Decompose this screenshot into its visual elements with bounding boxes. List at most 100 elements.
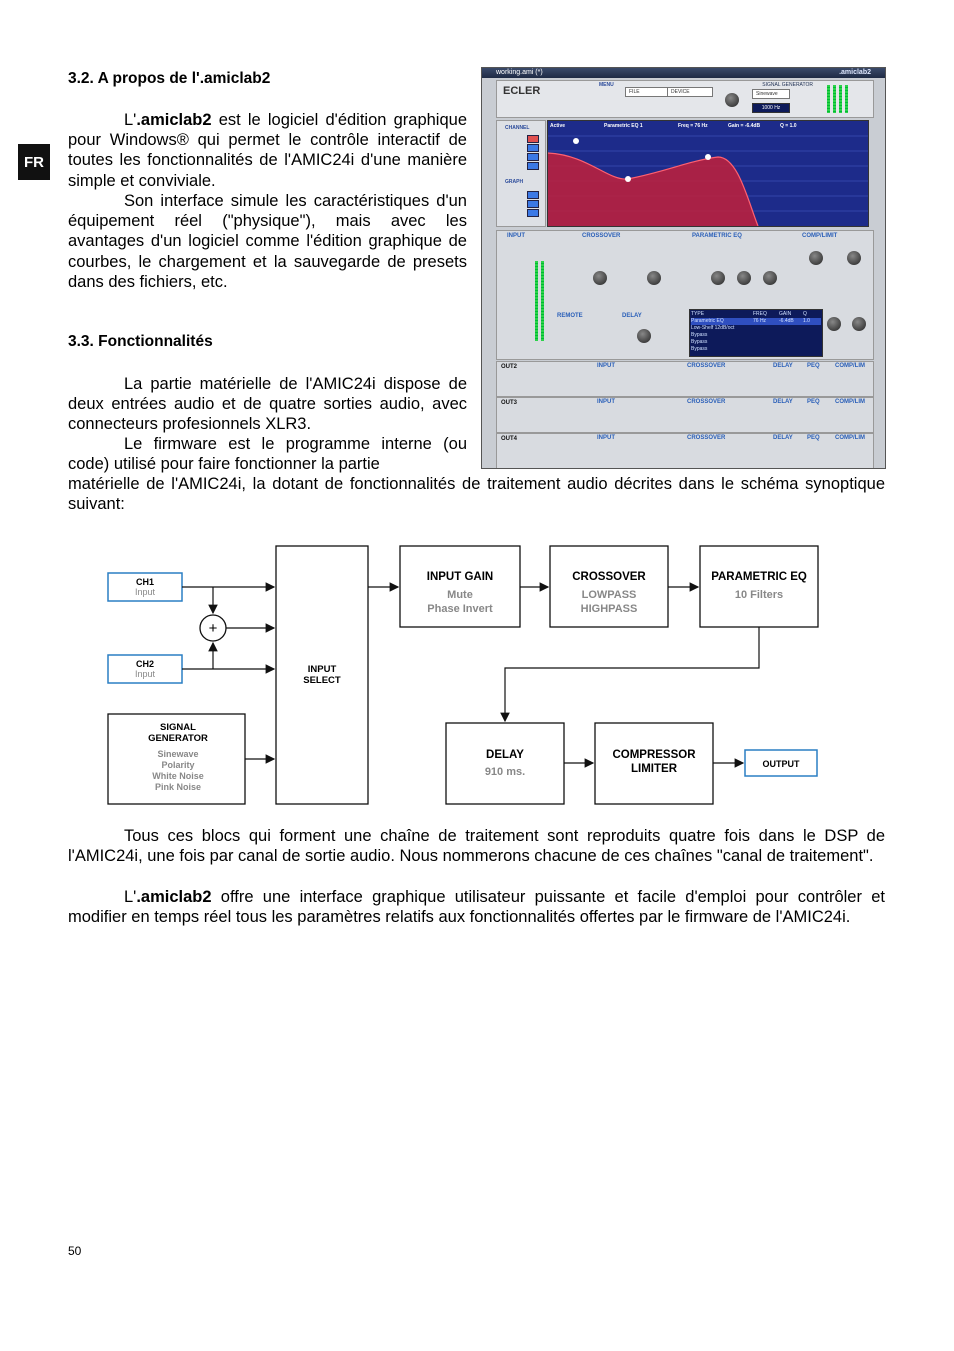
level-meter xyxy=(845,85,848,113)
input-gain-item: Mute xyxy=(447,589,473,601)
strip-complim-title: COMP/LIM xyxy=(835,399,865,405)
language-tab: FR xyxy=(18,144,50,180)
highpass-freq-knob[interactable] xyxy=(647,271,661,285)
attack-knob[interactable] xyxy=(827,317,841,331)
peq-table-cell xyxy=(753,346,779,353)
crossover-section-title: CROSSOVER xyxy=(582,233,621,239)
release-knob[interactable] xyxy=(852,317,866,331)
graph-crossover-button[interactable] xyxy=(527,200,539,208)
peq-table-row[interactable]: Bypass xyxy=(691,332,821,339)
input-meter xyxy=(535,261,538,341)
filter-handle-3[interactable] xyxy=(705,154,711,160)
out1-button[interactable] xyxy=(527,135,539,143)
peq-table-cell xyxy=(779,325,803,332)
frequency-response-graph[interactable]: Active Parametric EQ 1 Freq = 76 Hz Gain… xyxy=(547,120,869,227)
device-menu[interactable]: DEVICE xyxy=(667,87,713,97)
ratio-knob[interactable] xyxy=(847,251,861,265)
delay-section-title: DELAY xyxy=(622,313,642,319)
eq-response-curve xyxy=(547,152,759,227)
peq-table-cell xyxy=(753,332,779,339)
peq-table-cell xyxy=(753,325,779,332)
summing-node: + xyxy=(199,614,227,642)
input-meter xyxy=(541,261,544,341)
paragraph-amiclab2-intro: L'.amiclab2 est le logiciel d'édition gr… xyxy=(68,110,467,191)
graph-label: GRAPH xyxy=(505,179,524,185)
diagram-connectors xyxy=(182,582,760,768)
text-prefix: L' xyxy=(124,888,137,906)
filter-handle-2[interactable] xyxy=(573,138,579,144)
peq-table-cell: Bypass xyxy=(691,332,708,338)
input-gain-box: INPUT GAIN Mute Phase Invert xyxy=(399,545,521,628)
out4-button[interactable] xyxy=(527,162,539,170)
graph-freq: Freq = 76 Hz xyxy=(678,123,708,129)
paragraph-interface: Son interface simule les caractéristique… xyxy=(68,192,467,291)
delay-box: DELAY 910 ms. xyxy=(445,722,565,805)
peq-gain-knob[interactable] xyxy=(737,271,751,285)
graph-q: Q = 1.0 xyxy=(780,123,797,129)
input-gain-title: INPUT GAIN xyxy=(427,571,493,583)
peq-table-cell: 1.0 xyxy=(803,318,810,324)
strip-peq-title: PEQ xyxy=(807,435,820,441)
comp-title-1: COMPRESSOR xyxy=(612,749,696,761)
amiclab2-screenshot: working.ami (*) .amiclab2 ECLER MENU FIL… xyxy=(481,67,886,469)
channel-label: CHANNEL xyxy=(505,125,530,131)
out3-button[interactable] xyxy=(527,153,539,161)
peq-table-cell xyxy=(803,346,817,353)
out2-strip: OUT2 INPUT CROSSOVER DELAY PEQ COMP/LIM xyxy=(496,361,874,397)
peq-table-cell: 76 Hz xyxy=(753,318,767,324)
ch1-title: CH1 xyxy=(136,577,154,587)
level-meter xyxy=(833,85,836,113)
crossover-item: HIGHPASS xyxy=(581,603,638,615)
sig-level-knob[interactable] xyxy=(725,93,739,107)
delay-item: 910 ms. xyxy=(485,766,525,778)
peq-table-cell xyxy=(779,339,803,346)
window-title: working.ami (*) xyxy=(496,69,543,76)
output-box: OUTPUT xyxy=(744,749,818,777)
paragraph-hardware: La partie matérielle de l'AMIC24i dispos… xyxy=(68,375,467,434)
strip-complim-title: COMP/LIM xyxy=(835,363,865,369)
peq-table-row[interactable]: Low-Shelf 12dB/oct xyxy=(691,325,821,332)
strip-crossover-title: CROSSOVER xyxy=(687,399,726,405)
strip-peq-title: PEQ xyxy=(807,363,820,369)
siggen-item: Sinewave xyxy=(157,749,198,759)
peq-table-cell xyxy=(803,339,817,346)
peq-table-row[interactable]: Bypass xyxy=(691,339,821,346)
sig-frequency[interactable]: 1000 Hz xyxy=(752,103,790,113)
peq-table-cell xyxy=(803,332,817,339)
signal-generator-label: SIGNAL GENERATOR xyxy=(762,82,813,88)
siggen-item: Pink Noise xyxy=(155,782,201,792)
graph-input-gain-button[interactable] xyxy=(527,191,539,199)
text-body: est le logiciel d'édition graphique pour… xyxy=(68,111,467,190)
level-meter xyxy=(827,85,830,113)
sig-select[interactable]: Sinewave xyxy=(752,89,790,99)
peq-table-row[interactable]: Bypass xyxy=(691,346,821,353)
parametric-eq-box: PARAMETRIC EQ 10 Filters xyxy=(699,545,819,628)
peq-table-cell: Q xyxy=(803,311,807,317)
sum-symbol: + xyxy=(209,620,218,637)
comp-title-2: LIMITER xyxy=(631,763,678,775)
threshold-knob[interactable] xyxy=(809,251,823,265)
product-name: .amiclab2 xyxy=(136,888,212,906)
strip-complim-title: COMP/LIM xyxy=(835,435,865,441)
filter-handle-1[interactable] xyxy=(625,176,631,182)
ecler-logo: ECLER xyxy=(503,85,541,97)
delay-knob[interactable] xyxy=(637,329,651,343)
crossover-item: LOWPASS xyxy=(582,589,637,601)
lowpass-freq-knob[interactable] xyxy=(593,271,607,285)
paragraph-firmware-part2: matérielle de l'AMIC24i, la dotant de fo… xyxy=(68,475,885,514)
siggen-title-1: SIGNAL xyxy=(160,722,196,733)
crossover-box: CROSSOVER LOWPASS HIGHPASS xyxy=(549,545,669,628)
ch1-input-box: CH1 Input xyxy=(107,572,183,602)
peq-q-knob[interactable] xyxy=(763,271,777,285)
peq-freq-knob[interactable] xyxy=(711,271,725,285)
out2-button[interactable] xyxy=(527,144,539,152)
file-menu[interactable]: FILE xyxy=(625,87,671,97)
strip-delay-title: DELAY xyxy=(773,435,793,441)
graph-peq-button[interactable] xyxy=(527,209,539,217)
channel-selector-panel: CHANNEL GRAPH xyxy=(496,120,546,227)
signal-generator-box: SIGNAL GENERATOR Sinewave Polarity White… xyxy=(107,713,246,805)
